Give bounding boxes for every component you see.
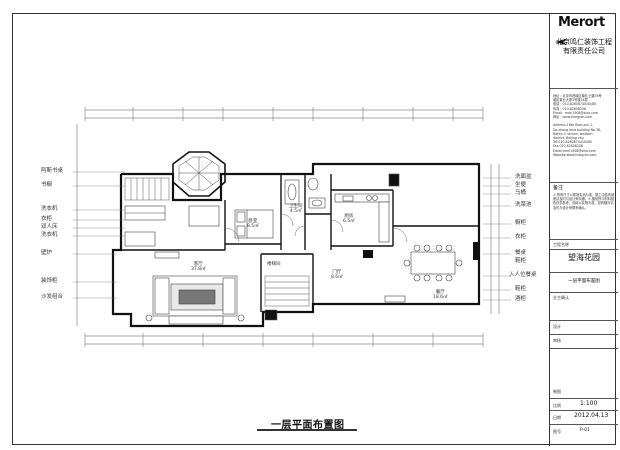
label-sink: 洗菜池 [515, 202, 532, 208]
label-closet: 衣柜 [515, 234, 527, 240]
label-display-cabinet: 装饰柜 [41, 278, 58, 284]
sofa-set [145, 275, 245, 325]
row-date-value: 2012.04.13 [574, 412, 609, 419]
floor-plan-drawing [73, 107, 511, 347]
label-wardrobe: 衣柜 [41, 216, 53, 222]
row-date-label: 日期 [553, 415, 561, 420]
label-fireplace: 壁炉 [41, 250, 53, 256]
project-label: 工程名称 [553, 242, 569, 247]
dimension-lines [76, 107, 500, 347]
label-sofa-set: 沙发组合 [41, 294, 64, 300]
label-dining-table: 餐桌 [515, 250, 527, 256]
label-dining-seats: 入人位餐桌 [509, 272, 537, 278]
row-scale-label: 比例 [553, 403, 561, 408]
stairs-lower [264, 275, 310, 321]
room-living: 客厅 37.8㎡ [191, 262, 206, 272]
north-arrow-icon [555, 39, 567, 45]
drawing-name: 一层平面布置图 [568, 279, 600, 284]
divider [550, 272, 618, 273]
room-dining: 餐厅 18.6㎡ [433, 290, 448, 300]
drawing-sheet: 阿斯书桌 书橱 洗衣机 衣柜 双人床 洗衣机 壁炉 装饰柜 沙发组合 洗面盆 坐… [12, 13, 618, 446]
row-design-label: 设计 [553, 324, 561, 329]
owner-confirm-label: 业主确认 [553, 295, 569, 300]
room-bathroom: 卫生间 4.5㎡ [289, 204, 303, 214]
company-address: 地址：北京市西城区南礼士路36号 城区置业大厦1号楼16层 电话：010-826… [553, 94, 602, 157]
leader-lines [73, 171, 511, 301]
stairs-top [124, 177, 170, 201]
label-double-bed: 双人床 [41, 224, 58, 230]
room-stair: 楼梯间 [267, 262, 281, 267]
bed [234, 209, 274, 239]
divider [550, 292, 618, 293]
interior-walls [121, 174, 479, 312]
room-kitchen: 厨房 6.5㎡ [343, 214, 355, 224]
project-name: 望海花园 [568, 253, 600, 262]
door-swings [224, 213, 408, 243]
label-cabinet: 橱柜 [515, 220, 527, 226]
row-number-value: P-01 [580, 428, 590, 433]
label-bookcase: 书橱 [41, 182, 53, 188]
plan-title-underline [257, 429, 357, 431]
kitchen-counter [334, 173, 400, 243]
label-washer-2: 洗衣机 [41, 232, 58, 238]
room-hall: 门厅 8.6㎡ [331, 270, 343, 280]
label-toilet-2: 马桶 [515, 190, 527, 196]
row-drafting-label: 制图 [553, 389, 561, 394]
divider [550, 239, 618, 240]
row-review-label: 审核 [553, 338, 561, 343]
label-washer: 洗衣机 [41, 206, 58, 212]
company-logo: Merort [558, 15, 605, 30]
dining-table [403, 244, 463, 282]
room-bedroom: 卧室 8.5㎡ [247, 219, 259, 229]
bathroom-fixtures [284, 177, 326, 209]
label-shoe-cabinet-2: 鞋柜 [515, 286, 527, 292]
label-shoe-cabinet: 鞋柜 [515, 258, 527, 264]
company-name: 北京鸣仁装饰工程有限责任公司 [556, 38, 612, 55]
divider [550, 249, 618, 250]
divider [550, 88, 618, 89]
divider [550, 182, 618, 183]
label-toilet: 坐便 [515, 182, 527, 188]
label-wine-cabinet: 酒柜 [515, 296, 527, 302]
floor-plan-area: 阿斯书桌 书橱 洗衣机 衣柜 双人床 洗衣机 壁炉 装饰柜 沙发组合 洗面盆 坐… [13, 14, 549, 446]
plan-title: 一层平面布置图 [271, 420, 345, 431]
divider [550, 320, 618, 321]
title-block: Merort 北京鸣仁装饰工程有限责任公司 地址：北京市西城区南礼士路36号 城… [549, 14, 618, 446]
label-desk: 阿斯书桌 [41, 168, 64, 174]
row-scale-value: 1:100 [580, 400, 598, 407]
row-number-label: 图号 [553, 429, 561, 434]
notes-text: ①.所有尺寸以现场实测为准，施工中若有误差请及时与设计师沟通。②.图纸所示材料颜… [553, 193, 615, 210]
octagon-bay [172, 151, 226, 197]
label-basin: 洗面盆 [515, 174, 532, 180]
notes-heading: 备注 [553, 185, 564, 191]
